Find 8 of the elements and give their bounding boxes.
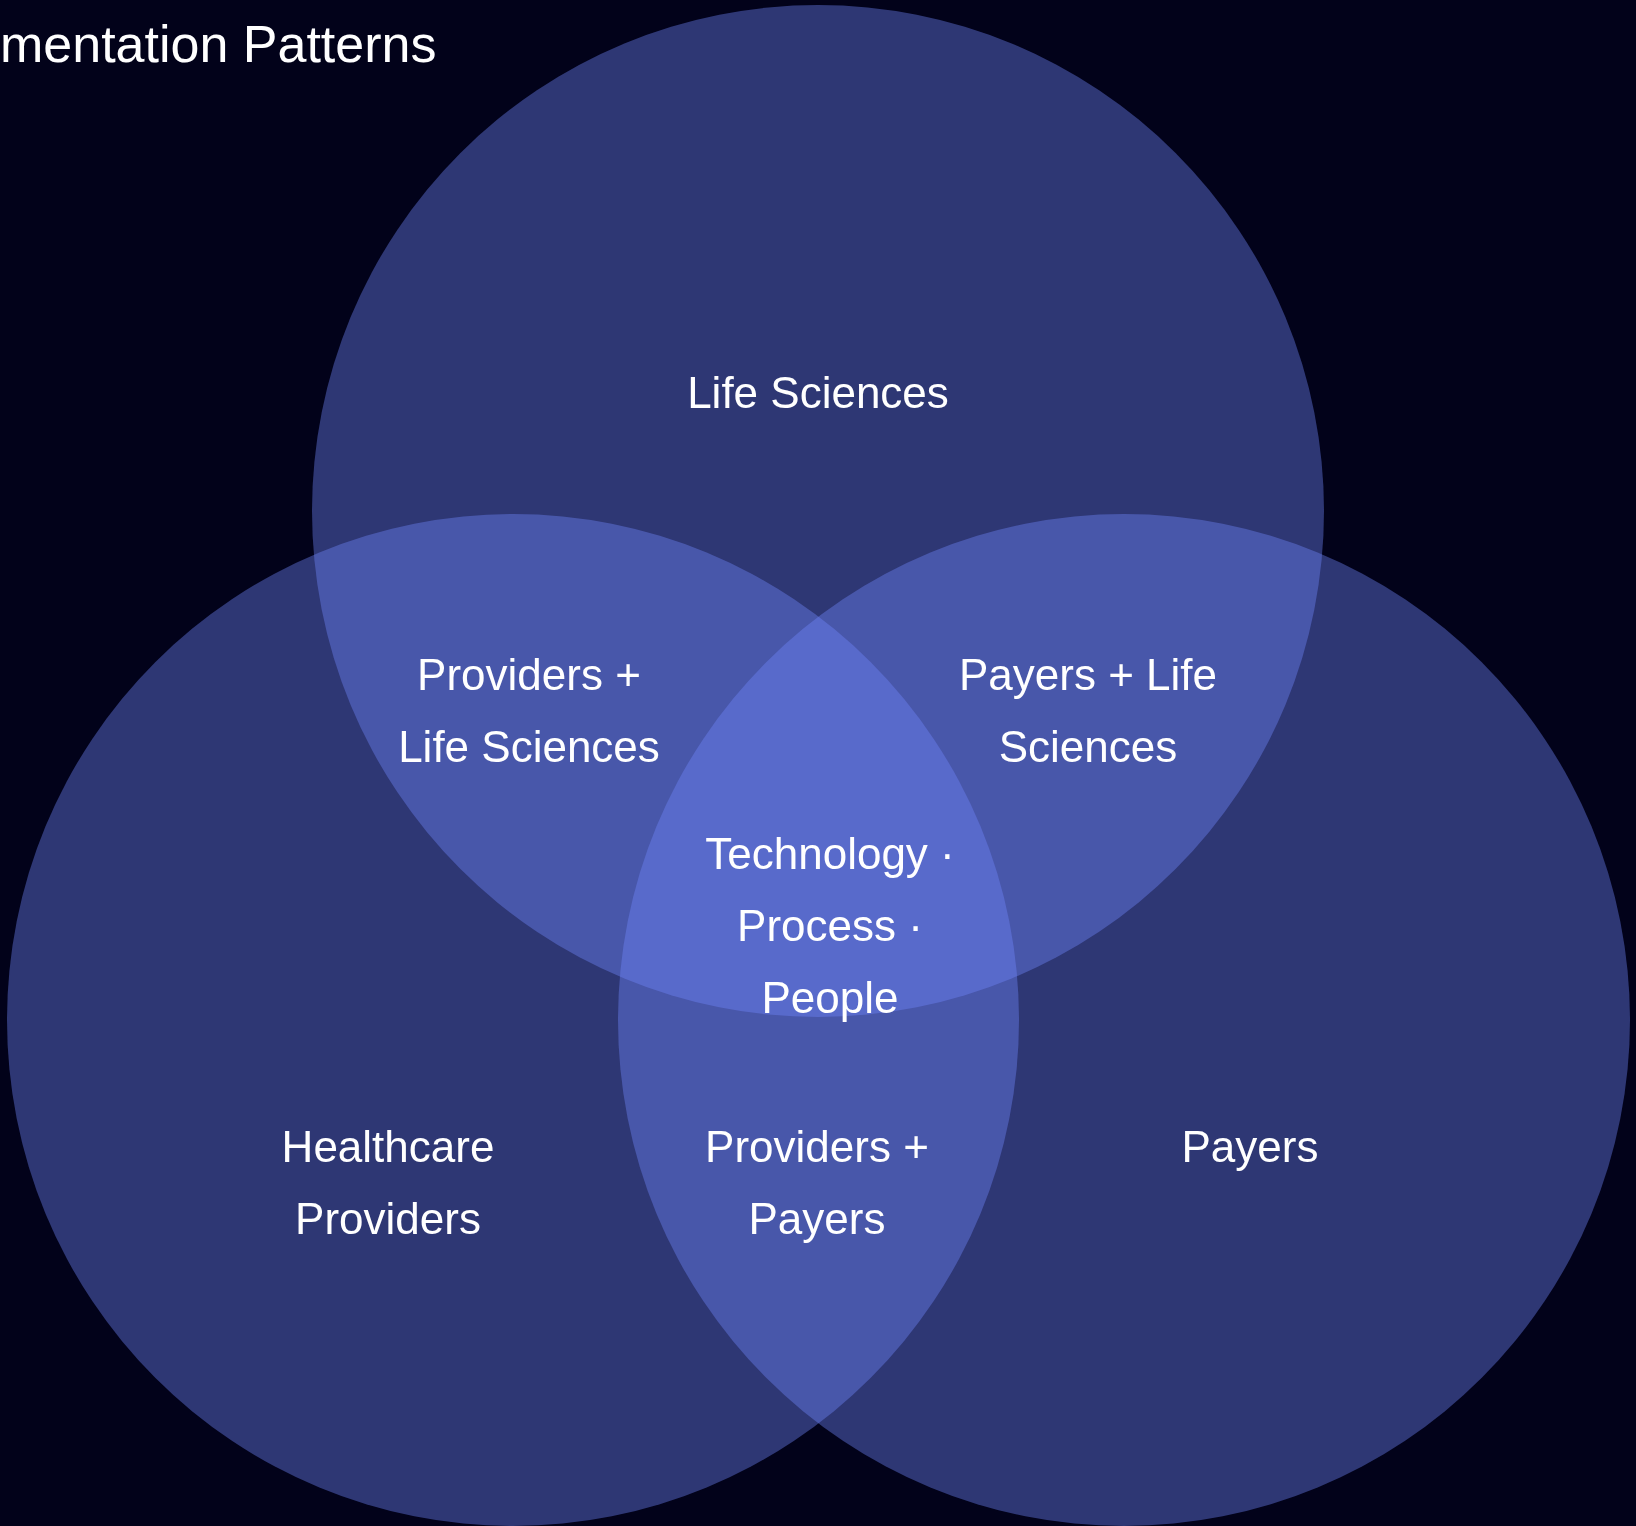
overlap-label: Payers + Life Sciences [958,649,1218,773]
overlap-label: Technology · Process · People [704,828,956,1024]
circle-label: Life Sciences [686,367,950,419]
circle-label: Healthcare Providers [280,1121,496,1245]
overlap-label: Providers + Life Sciences [397,649,661,773]
title: mentation Patterns [0,14,437,75]
circle-label: Payers [1180,1121,1320,1173]
overlap-label: Providers + Payers [704,1121,930,1245]
